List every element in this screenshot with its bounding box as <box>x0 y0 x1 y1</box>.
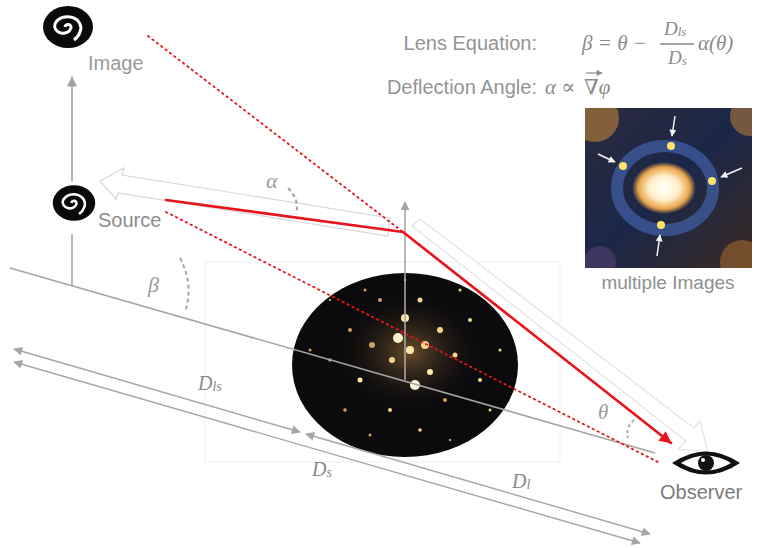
cluster-galaxy <box>358 378 363 383</box>
cluster-galaxy <box>364 289 367 292</box>
eye-pupil <box>698 455 714 471</box>
equation-caption: Lens Equation: <box>404 32 537 55</box>
cluster-galaxy <box>309 349 312 352</box>
angle-label: θ <box>598 400 608 424</box>
cluster-galaxy <box>348 328 352 332</box>
cluster-galaxy <box>449 439 451 441</box>
cluster-galaxy <box>369 434 372 437</box>
cluster-galaxy <box>369 342 375 348</box>
pointer-arrow <box>598 154 615 162</box>
light-ray <box>166 200 671 443</box>
pointer-arrow <box>657 235 660 256</box>
pointer-arrow <box>672 116 675 136</box>
distance-subscript: ls <box>212 379 221 395</box>
eye-outline <box>672 452 740 475</box>
distance-subscript: l <box>526 477 530 493</box>
equation-term: ∇φ <box>584 75 610 99</box>
equation-caption: Deflection Angle: <box>387 76 537 99</box>
cluster-galaxy <box>468 318 472 322</box>
eye-highlight <box>701 458 705 462</box>
cluster-galaxy <box>453 353 458 358</box>
distance-symbol: D <box>512 470 526 493</box>
cluster-galaxy <box>418 298 423 303</box>
lensed-image <box>619 162 627 170</box>
observer-node: Observer <box>658 443 747 506</box>
cluster-galaxy <box>406 346 414 354</box>
photo-glow <box>585 246 616 268</box>
angle-arc <box>180 258 189 312</box>
lens-galaxy <box>632 162 696 214</box>
lensed-image <box>657 221 665 229</box>
cluster-galaxy <box>393 333 403 343</box>
cluster-galaxy <box>478 378 482 382</box>
cluster-galaxy <box>418 428 422 432</box>
vector-arrow <box>586 72 602 73</box>
distance-symbol: D <box>668 47 682 69</box>
direct-ray <box>166 212 658 462</box>
source-plane-line <box>71 234 73 286</box>
eye-icon <box>672 452 740 475</box>
source-galaxy-icon <box>53 185 96 221</box>
photo-glow <box>730 108 752 136</box>
distance-symbol: D <box>312 458 326 481</box>
cluster-galaxy <box>389 357 395 363</box>
photo-glow <box>585 108 619 142</box>
node-label: Observer <box>660 481 742 504</box>
cluster-galaxy <box>388 408 392 412</box>
pointer-arrow <box>721 168 742 177</box>
apparent-ray <box>148 36 671 443</box>
distance-arrow <box>14 349 300 432</box>
optical-axis <box>10 268 655 453</box>
equation-term: β = θ − <box>582 31 647 55</box>
node-label: Source <box>98 209 161 232</box>
cluster-galaxy <box>427 369 433 375</box>
distance-subscript: s <box>326 465 331 481</box>
image-galaxy-icon <box>43 6 93 48</box>
photo-caption: multiple Images <box>601 272 734 294</box>
source-node: Source <box>50 181 166 234</box>
node-label: Image <box>88 52 144 75</box>
cluster-galaxy <box>329 299 331 301</box>
angle-arc <box>288 188 297 214</box>
distance-subscript: ls <box>678 25 687 40</box>
lens-axis <box>404 202 406 380</box>
equation-term: α(θ) <box>698 31 733 55</box>
cluster-galaxy <box>489 409 492 412</box>
cluster-galaxy <box>343 408 347 412</box>
cluster-galaxy <box>499 349 502 352</box>
cluster-galaxy <box>437 327 443 333</box>
einstein-ring <box>617 146 713 230</box>
distance-subscript: s <box>682 54 687 69</box>
equation-term: α ∝ <box>545 75 576 99</box>
angle-label: α <box>266 168 278 193</box>
source-image-axis <box>71 77 73 181</box>
cluster-galaxy <box>443 398 447 402</box>
angle-label: β <box>148 272 159 297</box>
distance-arrow <box>306 434 650 534</box>
distance-arrow <box>14 362 640 543</box>
image-node: Image <box>40 2 148 77</box>
cluster-galaxy <box>378 298 382 302</box>
photo-glow <box>720 240 752 268</box>
lensed-image <box>667 142 675 150</box>
angle-arc <box>627 420 634 438</box>
multiple-images-photo <box>585 108 752 268</box>
eye-white <box>681 456 731 471</box>
fraction-bar <box>660 43 694 44</box>
distance-symbol: D <box>664 18 678 40</box>
cluster-galaxy <box>459 289 462 292</box>
lensed-image <box>708 177 716 185</box>
distance-symbol: D <box>198 372 212 395</box>
